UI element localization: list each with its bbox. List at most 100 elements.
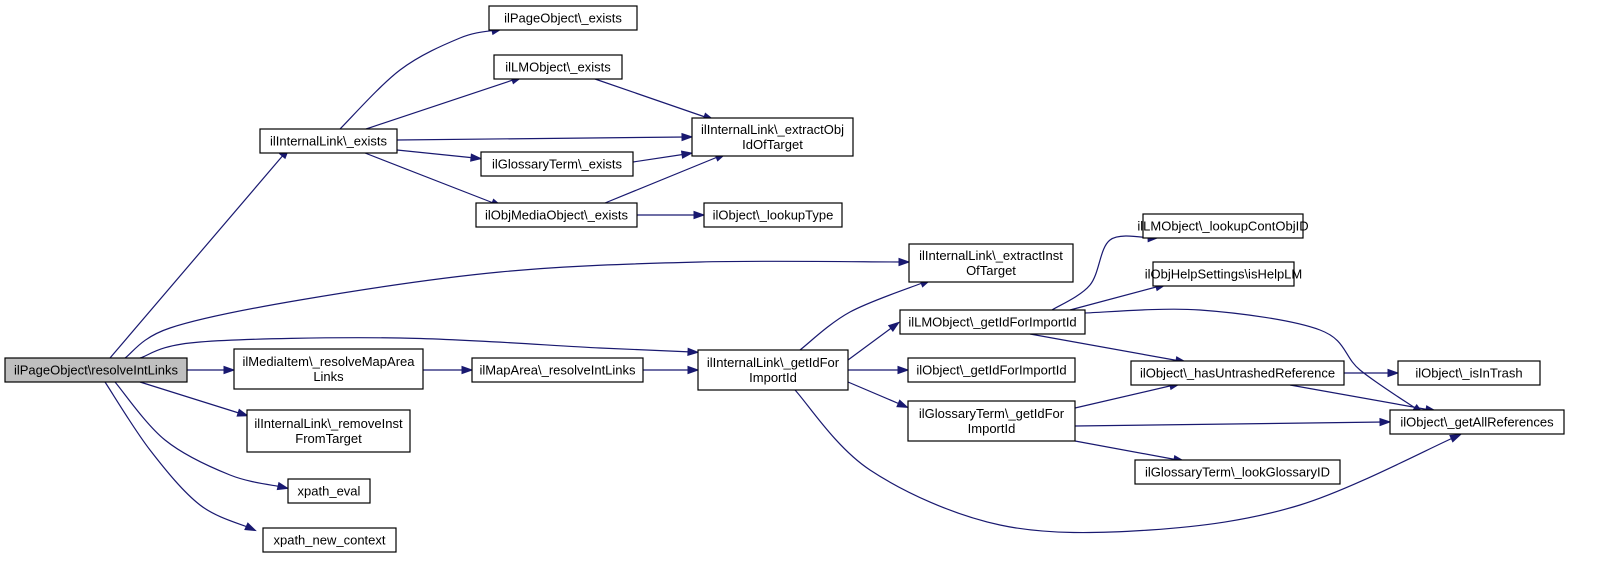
edge-gt_getid-to-get_all_refs xyxy=(1074,417,1392,427)
node-lm-getid[interactable]: ilLMObject\_getIdForImportId xyxy=(899,309,1086,335)
edge-il_exists-to-extract_obj xyxy=(396,132,694,142)
edge-il_exists-to-pg_exists xyxy=(339,26,504,130)
node-box[interactable] xyxy=(907,357,1076,383)
edge-line xyxy=(604,155,721,204)
node-label: ilLMObject\_getIdForImportId xyxy=(908,315,1076,330)
node-box[interactable] xyxy=(480,151,634,177)
node-label: ilObject\_hasUntrashedReference xyxy=(1140,366,1335,381)
node-label: ilObject\_isInTrash xyxy=(1415,366,1522,381)
node-get-all-refs[interactable]: ilObject\_getAllReferences xyxy=(1389,409,1565,435)
node-box[interactable] xyxy=(1389,409,1565,435)
node-box[interactable] xyxy=(1134,459,1341,485)
node-label: ilInternalLink\_extractInst xyxy=(919,248,1063,263)
node-box[interactable] xyxy=(703,202,843,228)
node-label: ilObject\_lookupType xyxy=(713,208,834,223)
edge-root-to-xpath_eval xyxy=(114,381,290,491)
node-il-getid[interactable]: ilInternalLink\_getIdForImportId xyxy=(697,349,849,391)
arrowhead xyxy=(898,257,911,267)
node-label: IdOfTarget xyxy=(742,137,803,152)
node-label: ilObjHelpSettings\isHelpLM xyxy=(1145,267,1303,282)
node-mo-exists[interactable]: ilObjMediaObject\_exists xyxy=(475,202,638,228)
node-lm-lookup[interactable]: ilLMObject\_lookupContObjID xyxy=(1137,213,1309,239)
node-label: ilInternalLink\_removeInst xyxy=(254,416,403,431)
node-box[interactable] xyxy=(259,128,398,154)
edge-gt_getid-to-has_untrashed xyxy=(1074,381,1182,409)
edge-line xyxy=(1084,308,1419,411)
node-box[interactable] xyxy=(233,348,424,390)
arrowhead xyxy=(236,408,250,417)
node-ma-resolve[interactable]: ilMapArea\_resolveIntLinks xyxy=(471,357,644,383)
arrowhead xyxy=(681,132,694,142)
node-box[interactable] xyxy=(488,5,638,31)
node-in-trash[interactable]: ilObject\_isInTrash xyxy=(1397,360,1541,386)
node-gt-lookup[interactable]: ilGlossaryTerm\_lookGlossaryID xyxy=(1134,459,1341,485)
node-box[interactable] xyxy=(287,478,371,504)
node-box[interactable] xyxy=(246,409,411,453)
arrowhead xyxy=(897,365,910,375)
node-label: ilPageObject\resolveIntLinks xyxy=(14,363,179,378)
node-xpath-eval[interactable]: xpath_eval xyxy=(287,478,371,504)
edge-line xyxy=(396,136,687,141)
arrowhead xyxy=(1387,368,1400,378)
arrowhead xyxy=(896,399,909,408)
node-xpath-new[interactable]: xpath_new_context xyxy=(262,527,397,553)
node-box[interactable] xyxy=(1142,213,1304,239)
node-gt-exists[interactable]: ilGlossaryTerm\_exists xyxy=(480,151,634,177)
node-label: ImportId xyxy=(749,370,797,385)
node-lookup-type[interactable]: ilObject\_lookupType xyxy=(703,202,843,228)
edge-root-to-mi_resolve xyxy=(187,365,236,375)
node-il-exists[interactable]: ilInternalLink\_exists xyxy=(259,128,398,154)
node-root[interactable]: ilPageObject\resolveIntLinks xyxy=(4,357,188,383)
node-box[interactable] xyxy=(1397,360,1541,386)
edge-line xyxy=(109,152,286,359)
node-pg-exists[interactable]: ilPageObject\_exists xyxy=(488,5,638,31)
edge-il_exists-to-lm_exists xyxy=(365,76,524,130)
node-box[interactable] xyxy=(262,527,397,553)
edge-line xyxy=(364,152,497,205)
node-box[interactable] xyxy=(1130,360,1345,386)
node-label: ilMediaItem\_resolveMapArea xyxy=(243,354,416,369)
edge-has_untrashed-to-in_trash xyxy=(1344,368,1400,378)
node-gt-getid[interactable]: ilGlossaryTerm\_getIdForImportId xyxy=(907,400,1076,442)
node-label: ilMapArea\_resolveIntLinks xyxy=(479,363,636,378)
node-box[interactable] xyxy=(1152,261,1295,287)
node-label: ilObject\_getAllReferences xyxy=(1400,415,1554,430)
node-box[interactable] xyxy=(691,117,854,157)
edge-line xyxy=(104,381,251,529)
edge-line xyxy=(632,153,687,163)
node-label: FromTarget xyxy=(295,431,362,446)
node-box[interactable] xyxy=(471,357,644,383)
arrowhead xyxy=(461,365,474,375)
node-box[interactable] xyxy=(697,349,849,391)
node-obj-getid[interactable]: ilObject\_getIdForImportId xyxy=(907,357,1076,383)
edge-il_getid-to-get_all_refs xyxy=(794,389,1462,534)
edges-layer xyxy=(104,26,1462,534)
node-label: ilLMObject\_lookupContObjID xyxy=(1137,219,1308,234)
edge-mi_resolve-to-ma_resolve xyxy=(423,365,474,375)
edge-root-to-extract_inst xyxy=(124,257,911,359)
node-box[interactable] xyxy=(475,202,638,228)
arrowhead xyxy=(470,153,483,162)
node-label: ilInternalLink\_extractObj xyxy=(701,122,844,137)
node-help-lm[interactable]: ilObjHelpSettings\isHelpLM xyxy=(1145,261,1303,287)
node-label: OfTarget xyxy=(966,263,1016,278)
node-label: xpath_new_context xyxy=(273,533,385,548)
node-box[interactable] xyxy=(908,243,1074,283)
node-box[interactable] xyxy=(899,309,1086,335)
node-box[interactable] xyxy=(493,54,623,80)
edge-il_getid-to-lm_getid xyxy=(847,321,901,361)
node-lm-exists[interactable]: ilLMObject\_exists xyxy=(493,54,623,80)
arrowhead xyxy=(223,365,236,375)
node-has-untrashed[interactable]: ilObject\_hasUntrashedReference xyxy=(1130,360,1345,386)
node-box[interactable] xyxy=(4,357,188,383)
arrowhead xyxy=(1449,433,1462,443)
node-label: ilInternalLink\_getIdFor xyxy=(707,355,840,370)
edge-line xyxy=(594,78,709,119)
arrowhead xyxy=(276,481,290,491)
node-box[interactable] xyxy=(907,400,1076,442)
